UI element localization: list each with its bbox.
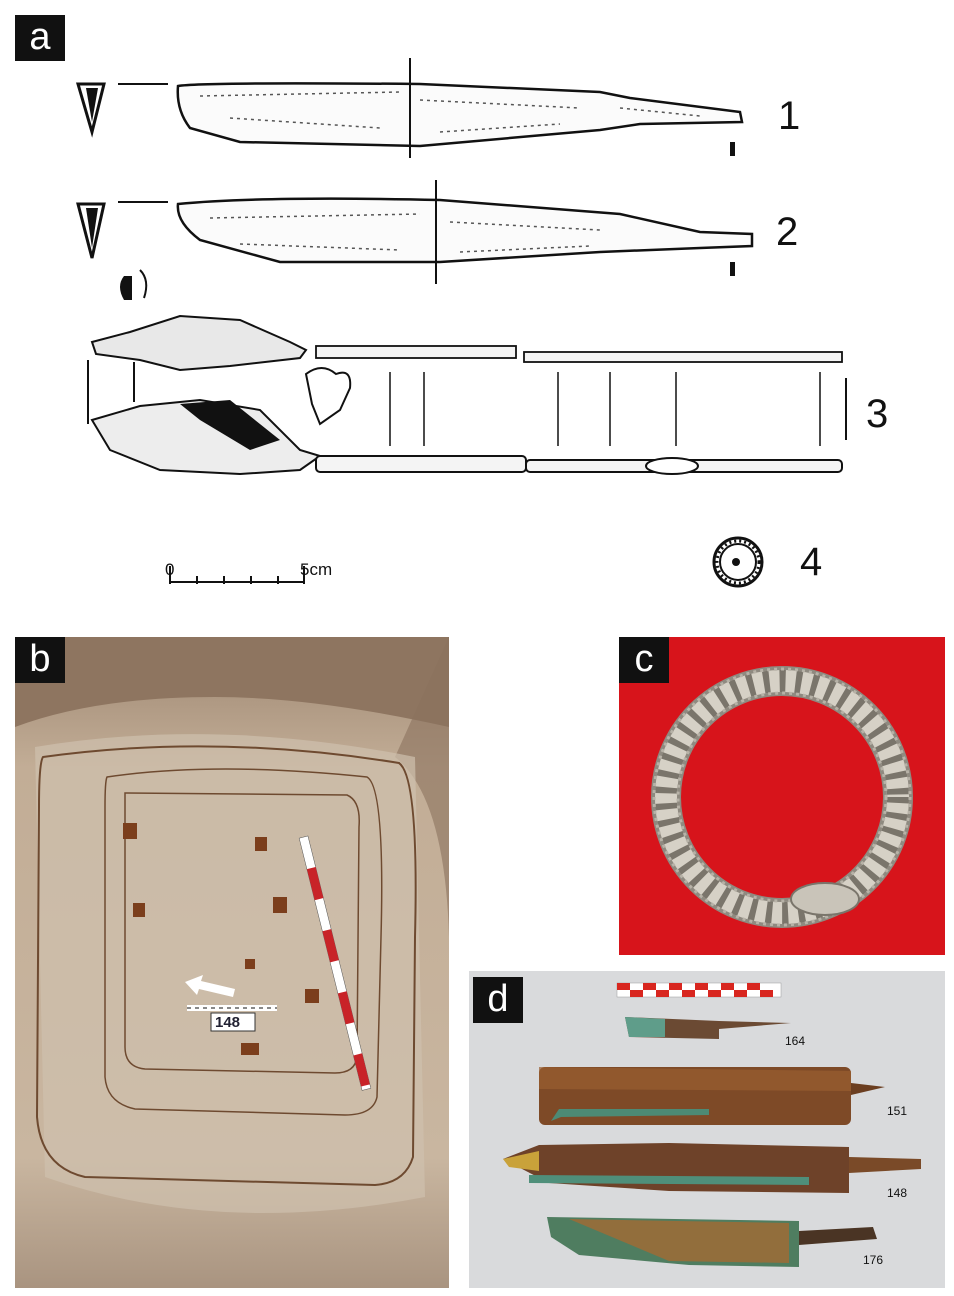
scale-start-label: 0: [165, 560, 175, 579]
knives-photo: [503, 982, 921, 1267]
scale-end-label: 5cm: [300, 560, 333, 579]
ring-drawing-4: [712, 536, 764, 588]
panel-label-d: d: [473, 977, 523, 1023]
specimen-label-164: 164: [785, 1034, 806, 1048]
specimen-label-176: 176: [863, 1253, 884, 1267]
specimen-label-151: 151: [887, 1104, 908, 1118]
sheath-drawing-3: [87, 269, 847, 476]
grave-number-tag: 148: [215, 1014, 241, 1031]
panel-b: 148 b: [15, 637, 449, 1288]
item-number-3: 3: [866, 392, 889, 436]
panel-a: a: [0, 0, 954, 620]
silver-torc-photo: [651, 666, 913, 928]
knife-drawing-1: [76, 58, 744, 158]
specimen-label-148: 148: [887, 1186, 908, 1200]
panel-c: c: [619, 637, 945, 955]
item-number-4: 4: [800, 540, 823, 584]
item-number-1: 1: [778, 94, 801, 138]
panel-label-a: a: [15, 15, 65, 61]
item-number-2: 2: [776, 210, 799, 254]
excavation-photo: [15, 637, 449, 1288]
scale-bar: [169, 566, 305, 584]
knife-drawing-2: [76, 180, 754, 284]
panel-label-b: b: [15, 637, 65, 683]
panel-d: 164 151 148 176 d: [469, 971, 945, 1288]
panel-label-c: c: [619, 637, 669, 683]
